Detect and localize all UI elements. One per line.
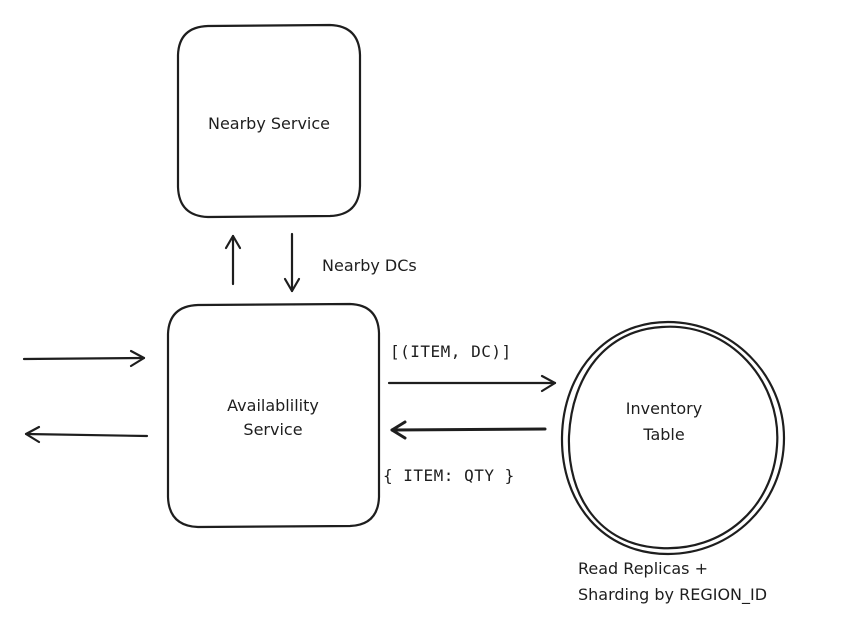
- inventory-table-circle-outer: [560, 320, 786, 556]
- availability-service-label-line1: Availablility: [227, 396, 319, 415]
- item-dc-request-label: [(ITEM, DC)]: [390, 342, 512, 361]
- arrow-client-request: [22, 349, 146, 368]
- nearby-service-node[interactable]: Nearby Service: [176, 23, 362, 219]
- item-qty-response-label: { ITEM: QTY }: [383, 466, 515, 485]
- arrow-client-response: [24, 425, 149, 444]
- inventory-table-label-line2: Table: [642, 425, 684, 444]
- availability-service-label-line2: Service: [243, 420, 302, 439]
- inventory-note-line2: Sharding by REGION_ID: [578, 585, 767, 605]
- nearby-service-label: Nearby Service: [208, 114, 330, 133]
- inventory-table-label-line1: Inventory: [626, 399, 702, 418]
- inventory-table-node[interactable]: Inventory Table: [560, 320, 786, 556]
- arrow-inventory-to-availability: [390, 420, 547, 440]
- arrow-availability-to-inventory: [387, 374, 557, 393]
- arrow-availability-to-nearby: [224, 234, 242, 286]
- nearby-service-box: [176, 23, 362, 219]
- availability-service-node[interactable]: Availablility Service: [166, 302, 381, 529]
- inventory-table-circle-inner: [567, 325, 779, 550]
- inventory-note-line1: Read Replicas +: [578, 559, 708, 578]
- availability-service-box: [166, 302, 381, 529]
- arrow-nearby-to-availability: [283, 232, 301, 293]
- nearby-dcs-label: Nearby DCs: [322, 256, 417, 275]
